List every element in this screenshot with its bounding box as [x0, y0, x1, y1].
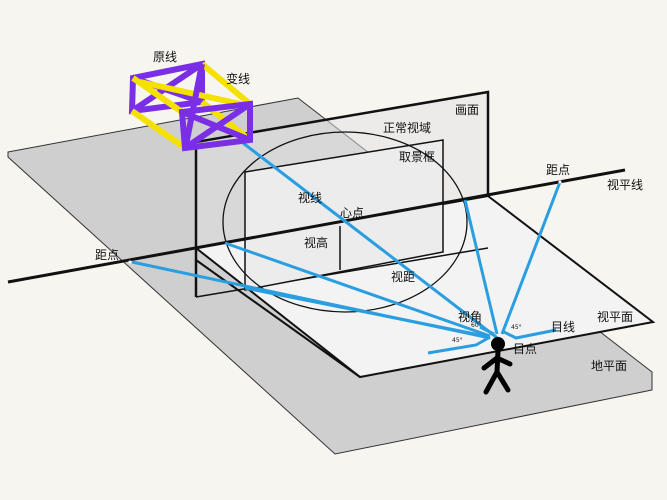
distance-point-left-dot — [128, 260, 132, 264]
label-original-line: 原线 — [153, 50, 178, 64]
label-horizon-line: 视平线 — [607, 178, 644, 192]
sight-lines — [131, 141, 562, 355]
label-distance-point-right: 距点 — [546, 163, 571, 177]
viewer-figure — [481, 337, 513, 395]
label-frame: 取景框 — [399, 150, 436, 164]
label-view-angle: 视角 — [458, 310, 483, 324]
sight-line-ellipse-right — [463, 199, 499, 335]
front-cube — [178, 63, 253, 152]
label-ground-plane: 地平面 — [591, 359, 628, 373]
sight-line-bottom — [244, 286, 491, 339]
label-distance-point-left: 距点 — [95, 248, 120, 262]
picture-plane-edge — [194, 90, 490, 297]
label-center-point: 心点 — [340, 206, 365, 220]
distance-point-right-dot — [558, 180, 562, 184]
label-eye-point: 目点 — [513, 342, 538, 356]
sight-line-cube — [242, 141, 501, 342]
horizon-line — [7, 168, 626, 284]
sight-line-right-distance — [500, 181, 562, 335]
label-changed-line: 变线 — [226, 72, 251, 86]
label-view-plane: 视平面 — [597, 310, 634, 324]
sight-line-ellipse-left — [224, 241, 491, 338]
label-picture-plane: 画面 — [455, 103, 480, 117]
angle-60-line — [479, 325, 495, 336]
label-angle-60: 60° — [471, 322, 482, 329]
label-view-distance: 视距 — [391, 270, 416, 284]
label-normal-field: 正常视域 — [383, 121, 432, 135]
label-eye-height: 视高 — [304, 236, 329, 250]
angle-45-left-line — [427, 335, 491, 355]
label-angle-45-right: 45° — [511, 324, 522, 331]
label-angle-45-left: 45° — [452, 337, 463, 344]
normal-field-ellipse — [222, 131, 468, 313]
view-plane-left-edge — [195, 259, 361, 378]
label-sight-line: 视线 — [298, 191, 323, 205]
label-eye-line: 目线 — [551, 320, 576, 334]
eye-line — [503, 328, 557, 340]
